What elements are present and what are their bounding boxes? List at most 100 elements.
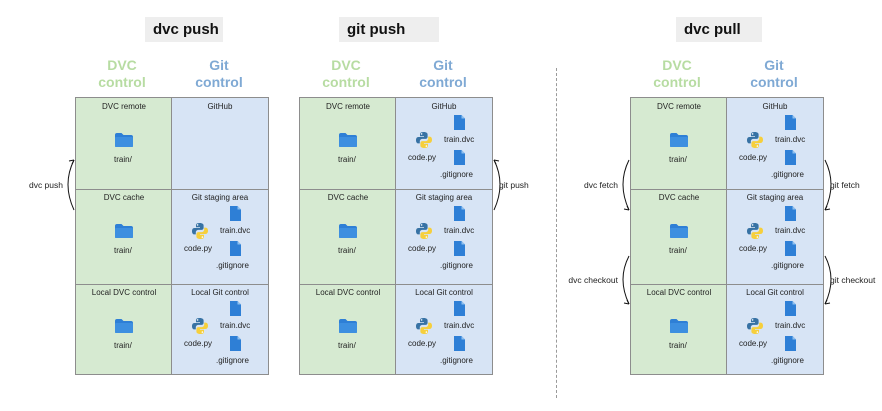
folder-icon xyxy=(115,133,133,147)
dvc-cell: Local DVC control train/ xyxy=(300,284,396,376)
row-divider xyxy=(631,284,823,285)
gitignore-file-label: .gitignore xyxy=(771,170,804,179)
folder-icon xyxy=(339,319,357,333)
folder-icon xyxy=(670,133,688,147)
file-icon xyxy=(454,206,465,221)
python-icon xyxy=(747,318,763,334)
panel-divider xyxy=(556,68,557,398)
python-icon xyxy=(747,132,763,148)
folder-label: train/ xyxy=(669,155,687,164)
python-file-label: code.py xyxy=(408,153,437,162)
row-divider xyxy=(300,189,492,190)
git-cell: Local Git control train.dvc code.py.gitign… xyxy=(172,284,268,376)
git-cell-title: Git staging area xyxy=(746,193,804,202)
file-icon xyxy=(785,206,796,221)
python-file-label: code.py xyxy=(739,339,768,348)
dvc-cell-title: Local DVC control xyxy=(646,288,712,297)
dvc-cell-title: DVC remote xyxy=(101,102,146,111)
dvc-file-label: train.dvc xyxy=(220,226,251,235)
git-cell-title: Git staging area xyxy=(191,193,249,202)
folder-label: train/ xyxy=(669,341,687,350)
file-icon xyxy=(230,301,241,316)
python-icon xyxy=(192,223,208,239)
gitignore-file-label: .gitignore xyxy=(216,356,249,365)
dvc-file-label: train.dvc xyxy=(775,321,806,330)
file-icon xyxy=(454,241,465,256)
git-cell-title: Git staging area xyxy=(415,193,473,202)
git-cell-title: Local Git control xyxy=(191,288,249,297)
git-column xyxy=(727,98,823,374)
row-divider xyxy=(300,284,492,285)
file-icon xyxy=(454,150,465,165)
flow-arrow xyxy=(493,159,501,211)
dvc-cell-title: DVC cache xyxy=(658,193,700,202)
dvc-file-label: train.dvc xyxy=(444,135,475,144)
arrow-label: git fetch xyxy=(830,180,860,190)
python-file-label: code.py xyxy=(184,244,213,253)
file-icon xyxy=(785,301,796,316)
file-icon xyxy=(785,241,796,256)
gitignore-file-label: .gitignore xyxy=(440,356,473,365)
git-cell-title: GitHub xyxy=(207,102,233,111)
file-icon xyxy=(785,115,796,130)
file-icon xyxy=(454,115,465,130)
dvc-file-label: train.dvc xyxy=(220,321,251,330)
python-icon xyxy=(416,223,432,239)
arrow-label: git checkout xyxy=(830,275,876,285)
file-icon xyxy=(454,336,465,351)
dvc-file-label: train.dvc xyxy=(775,135,806,144)
git-column xyxy=(396,98,492,374)
gitignore-file-label: .gitignore xyxy=(771,356,804,365)
panel-title: dvc push xyxy=(145,17,223,42)
dvc-cell: DVC remote train/ xyxy=(76,98,172,190)
git-cell-title: GitHub xyxy=(431,102,457,111)
file-icon xyxy=(785,336,796,351)
git-column xyxy=(172,98,268,374)
flow-arrow xyxy=(622,255,630,305)
git-cell-title: Local Git control xyxy=(746,288,804,297)
flow-arrow xyxy=(622,159,630,211)
panel-title: git push xyxy=(339,17,439,42)
folder-icon xyxy=(670,224,688,238)
gitignore-file-label: .gitignore xyxy=(440,170,473,179)
flow-arrow xyxy=(824,255,832,305)
dvc-cell-title: Local DVC control xyxy=(315,288,381,297)
dvc-cell-title: DVC remote xyxy=(325,102,370,111)
folder-icon xyxy=(670,319,688,333)
folder-icon xyxy=(339,133,357,147)
file-icon xyxy=(230,206,241,221)
folder-label: train/ xyxy=(114,155,132,164)
file-icon xyxy=(230,336,241,351)
dvc-file-label: train.dvc xyxy=(444,226,475,235)
python-file-label: code.py xyxy=(184,339,213,348)
git-cell: GitHub xyxy=(172,98,268,190)
git-cell: Local Git control train.dvc code.py.gitign… xyxy=(727,284,823,376)
git-cell-title: Local Git control xyxy=(415,288,473,297)
folder-icon xyxy=(115,224,133,238)
arrow-label: git push xyxy=(499,180,529,190)
row-divider xyxy=(631,189,823,190)
file-icon xyxy=(230,241,241,256)
folder-label: train/ xyxy=(338,341,356,350)
dvc-file-label: train.dvc xyxy=(775,226,806,235)
arrow-label: dvc push xyxy=(28,180,63,190)
folder-icon xyxy=(115,319,133,333)
python-icon xyxy=(747,223,763,239)
panel-title: dvc pull xyxy=(676,17,762,42)
python-file-label: code.py xyxy=(408,244,437,253)
arrow-label: dvc checkout xyxy=(568,275,618,285)
folder-label: train/ xyxy=(338,246,356,255)
